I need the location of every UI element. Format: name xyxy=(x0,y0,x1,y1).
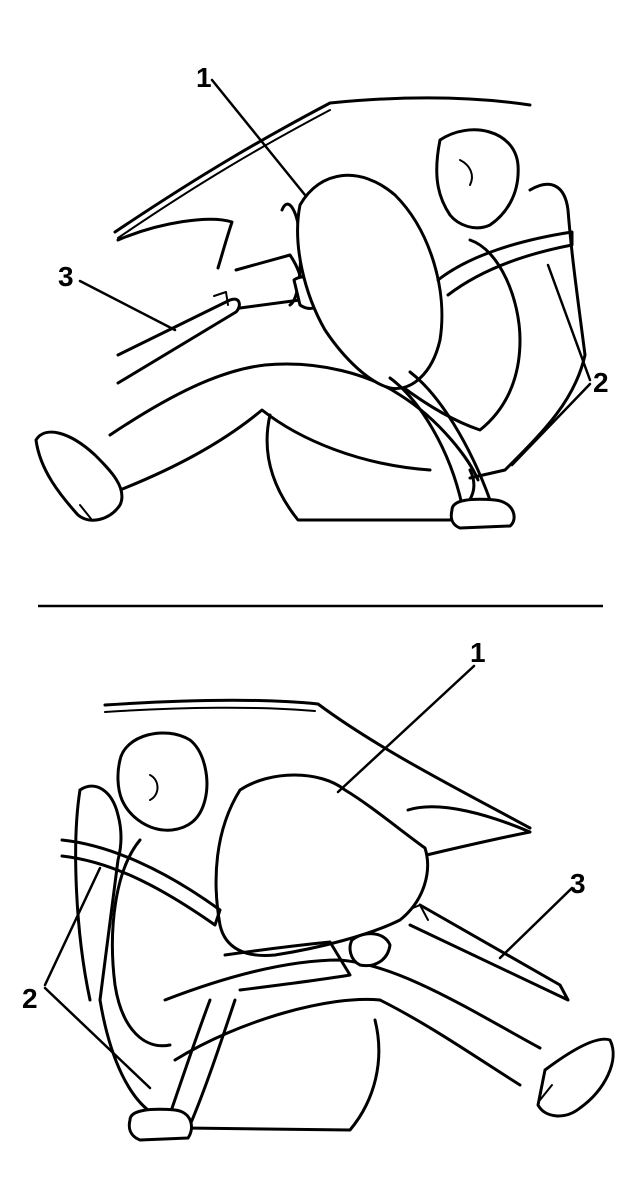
bottom-leader-3 xyxy=(498,886,574,960)
bottom-callouts: 1 3 2 xyxy=(22,637,586,1090)
top-belt-anchor xyxy=(449,497,516,530)
bottom-shoulder-belt xyxy=(60,838,222,927)
bottom-seat-back xyxy=(78,784,157,1117)
top-driver-illustration xyxy=(34,96,587,530)
top-dashboard xyxy=(116,217,234,270)
top-leader-2b xyxy=(510,382,592,467)
top-legs xyxy=(108,362,480,492)
top-roof-line xyxy=(113,96,532,234)
top-leader-3 xyxy=(78,279,177,332)
bottom-leader-2b xyxy=(43,986,152,1090)
bottom-leader-1 xyxy=(336,664,476,794)
top-callout-1: 1 xyxy=(196,62,212,93)
top-shoe xyxy=(34,430,124,522)
bottom-callout-3: 3 xyxy=(570,868,586,899)
bottom-callout-1: 1 xyxy=(470,637,486,668)
top-head xyxy=(435,128,520,230)
top-leader-2a xyxy=(546,263,592,382)
top-seat-back xyxy=(468,182,587,480)
bottom-hand xyxy=(348,932,392,968)
bottom-dashboard xyxy=(403,805,532,862)
bottom-arm xyxy=(223,940,352,992)
top-callout-2: 2 xyxy=(593,367,609,398)
bottom-belt-anchor xyxy=(127,1107,193,1142)
bottom-legs xyxy=(163,958,542,1087)
bottom-passenger-illustration xyxy=(60,698,615,1142)
bottom-head xyxy=(116,731,209,832)
bottom-deployed-airbag xyxy=(214,773,429,958)
top-callouts: 1 3 2 xyxy=(58,62,609,467)
top-deployed-airbag xyxy=(296,173,444,391)
top-arm xyxy=(234,253,304,310)
top-callout-3: 3 xyxy=(58,261,74,292)
top-torso xyxy=(398,238,522,432)
bottom-callout-2: 2 xyxy=(22,983,38,1014)
bottom-seat-cushion xyxy=(183,1018,381,1132)
bottom-roof-line xyxy=(103,698,532,830)
bottom-shoe xyxy=(536,1037,615,1118)
top-leader-1 xyxy=(210,78,307,197)
top-shoulder-belt xyxy=(436,230,574,297)
bottom-leader-2a xyxy=(43,866,102,987)
top-seat-cushion xyxy=(265,413,476,522)
